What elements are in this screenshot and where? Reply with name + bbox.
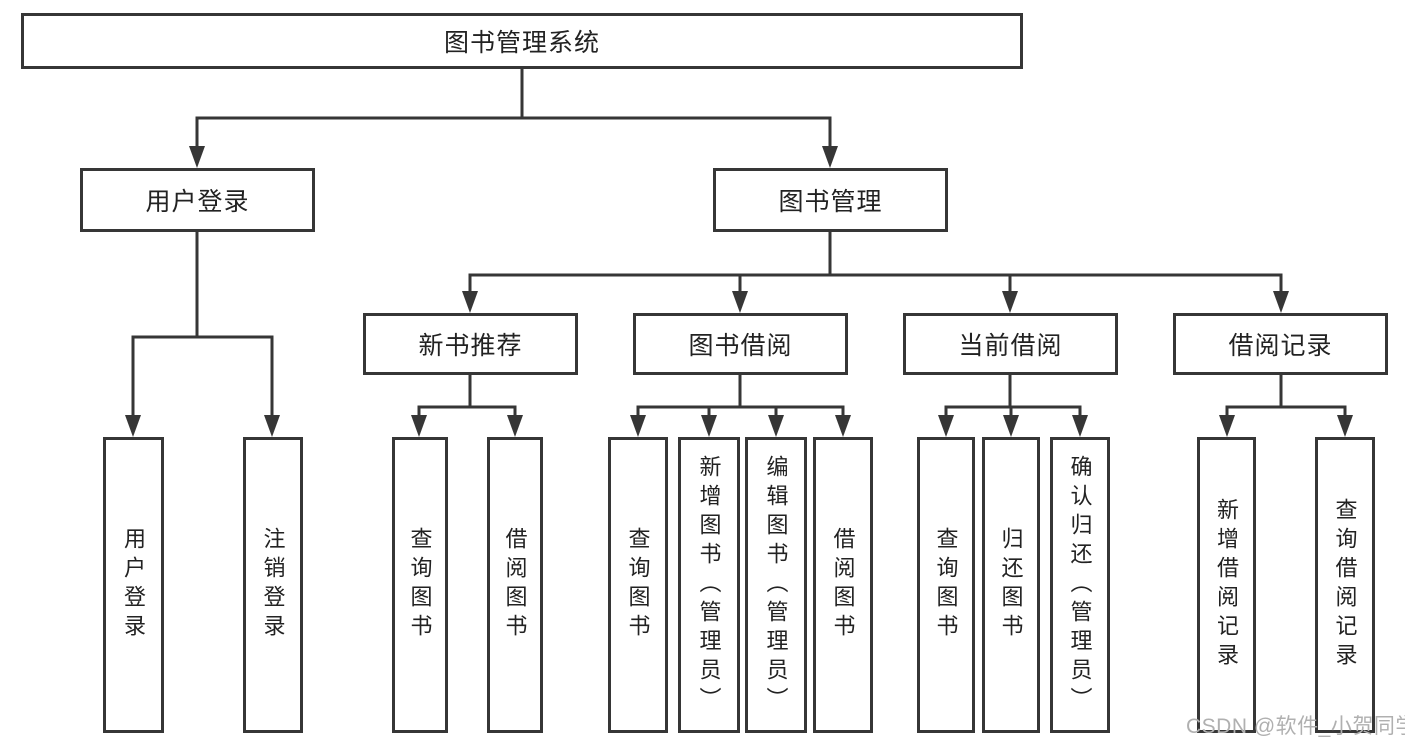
- node-user-login: 用户登录: [80, 168, 315, 232]
- connector-book-mgmt: [462, 232, 1289, 313]
- node-current-borrowing: 当前借阅: [903, 313, 1118, 375]
- node-borrowing-records: 借阅记录: [1173, 313, 1388, 375]
- csdn-watermark: CSDN @软件_小贺同学: [1186, 715, 1405, 738]
- leaf-label: 归还图书: [998, 527, 1024, 643]
- leaf-label: 借阅图书: [830, 527, 856, 643]
- leaf-label: 查询图书: [625, 527, 651, 643]
- connector-new-book: [411, 375, 523, 437]
- leaf-label: 注销登录: [260, 527, 286, 643]
- leaf-query-books-2: 查询图书: [608, 437, 668, 733]
- leaf-add-borrow-record: 新增借阅记录: [1197, 437, 1256, 733]
- node-book-borrowing: 图书借阅: [633, 313, 848, 375]
- leaf-label: 新增借阅记录: [1214, 498, 1240, 672]
- node-root-system: 图书管理系统: [21, 13, 1023, 69]
- leaf-label: 确认归还（管理员）: [1067, 454, 1093, 716]
- connector-root: [189, 69, 838, 168]
- node-new-book-recommend: 新书推荐: [363, 313, 578, 375]
- leaf-query-borrow-record: 查询借阅记录: [1315, 437, 1375, 733]
- leaf-label: 借阅图书: [502, 527, 528, 643]
- leaf-label: 新增图书（管理员）: [696, 454, 722, 716]
- leaf-label: 用户登录: [121, 527, 147, 643]
- connector-book-borrow: [630, 375, 851, 437]
- leaf-borrow-books-1: 借阅图书: [487, 437, 543, 733]
- leaf-add-books-admin: 新增图书（管理员）: [678, 437, 740, 733]
- connector-current-borrow: [938, 375, 1088, 437]
- leaf-return-books: 归还图书: [982, 437, 1040, 733]
- leaf-query-books-3: 查询图书: [917, 437, 975, 733]
- connector-records: [1219, 375, 1353, 437]
- leaf-label: 查询借阅记录: [1332, 498, 1358, 672]
- leaf-borrow-books-2: 借阅图书: [813, 437, 873, 733]
- leaf-label: 编辑图书（管理员）: [763, 454, 789, 716]
- leaf-label: 查询图书: [933, 527, 959, 643]
- leaf-query-books-1: 查询图书: [392, 437, 448, 733]
- leaf-label: 查询图书: [407, 527, 433, 643]
- connector-user-login: [125, 232, 280, 437]
- leaf-user-login: 用户登录: [103, 437, 164, 733]
- node-book-management: 图书管理: [713, 168, 948, 232]
- leaf-edit-books-admin: 编辑图书（管理员）: [745, 437, 807, 733]
- leaf-logout: 注销登录: [243, 437, 303, 733]
- leaf-confirm-return-admin: 确认归还（管理员）: [1050, 437, 1110, 733]
